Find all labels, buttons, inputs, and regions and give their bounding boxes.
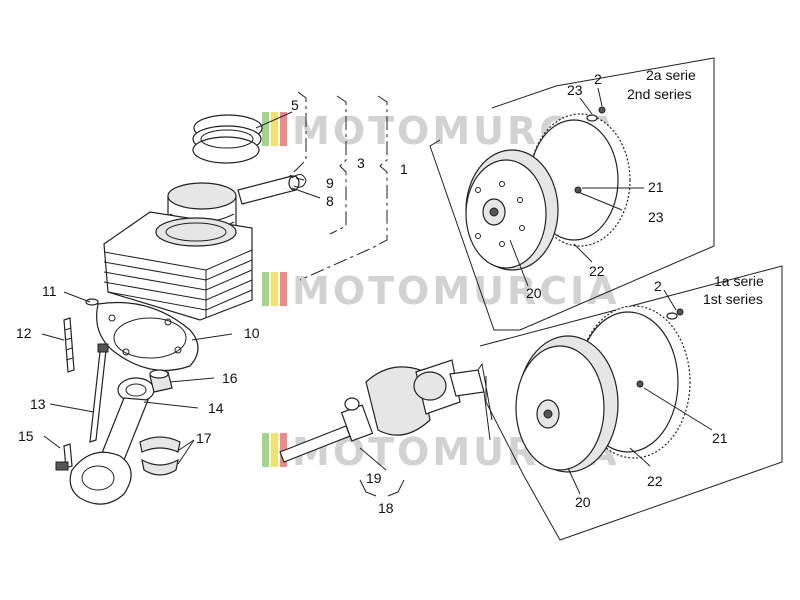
- flywheel-2nd-series: [465, 106, 631, 271]
- callout-20-top: 20: [526, 285, 542, 301]
- watermark-text: MOTOMURCIA: [292, 269, 620, 313]
- watermark-stripe-green: [262, 433, 269, 467]
- first-series-panel: 1a serie 1st series: [479, 265, 783, 541]
- callout-21-bottom: 21: [712, 430, 728, 446]
- second-series-label-line1: 2a serie: [646, 67, 696, 83]
- long-bolt: [89, 343, 109, 443]
- left-leaders: [41, 111, 387, 471]
- first-series-label-line2: 1st series: [703, 291, 763, 307]
- watermark-middle: MOTOMURCIA: [262, 269, 620, 313]
- callout-22-bottom: 22: [647, 473, 663, 489]
- short-bolt: [55, 443, 73, 471]
- second-series-leaders: [509, 87, 644, 287]
- small-end-bushing: [149, 369, 173, 393]
- watermark-stripe-yellow: [271, 433, 278, 467]
- callout-1: 1: [400, 161, 408, 177]
- watermark-stripe-green: [262, 112, 269, 146]
- washer: [85, 298, 99, 306]
- callout-20-bottom: 20: [575, 494, 591, 510]
- big-end-bearing-shells: [139, 436, 181, 476]
- callout-labels: 5 9 3 1 8 11 10 12 16 13 14 15 17 19 18 …: [16, 71, 728, 516]
- callout-15: 15: [18, 428, 34, 444]
- first-series-leaders: [567, 289, 713, 495]
- cylinder-base-gasket: [96, 301, 199, 372]
- callout-10: 10: [244, 325, 260, 341]
- callout-2-bottom: 2: [654, 278, 662, 294]
- callout-12: 12: [16, 325, 32, 341]
- callout-8: 8: [326, 193, 334, 209]
- callout-3: 3: [357, 155, 365, 171]
- callout-17: 17: [196, 430, 212, 446]
- callout-23-top: 23: [567, 82, 583, 98]
- flywheel-1st-series: [515, 305, 691, 473]
- callout-16: 16: [222, 370, 238, 386]
- callout-19: 19: [366, 470, 382, 486]
- callout-14: 14: [208, 400, 224, 416]
- cylinder: [103, 211, 253, 321]
- callout-11: 11: [42, 283, 57, 299]
- callout-13: 13: [30, 396, 46, 412]
- watermark-stripe-red: [280, 112, 287, 146]
- watermark-stripe-yellow: [271, 112, 278, 146]
- callout-18: 18: [378, 500, 394, 516]
- pin-circlip: [291, 174, 307, 188]
- second-series-panel: 2a serie 2nd series: [429, 57, 715, 331]
- crankshaft: [279, 359, 493, 463]
- piston-pin: [237, 175, 300, 205]
- stud: [63, 317, 75, 373]
- callout-21-top: 21: [648, 179, 664, 195]
- watermark-stripe-yellow: [271, 272, 278, 306]
- callout-5: 5: [291, 97, 299, 113]
- callout-2-top: 2: [594, 71, 602, 87]
- piston-rings: [192, 114, 263, 164]
- callout-9: 9: [326, 175, 334, 191]
- connecting-rod: [69, 377, 155, 505]
- callout-22-top: 22: [589, 263, 605, 279]
- first-series-label-line1: 1a serie: [714, 273, 764, 289]
- watermark-stripe-green: [262, 272, 269, 306]
- crankshaft-bracket-lines: [359, 479, 405, 497]
- watermark-stripe-red: [280, 272, 287, 306]
- callout-23-mid: 23: [648, 209, 664, 225]
- second-series-label-line2: 2nd series: [627, 86, 692, 102]
